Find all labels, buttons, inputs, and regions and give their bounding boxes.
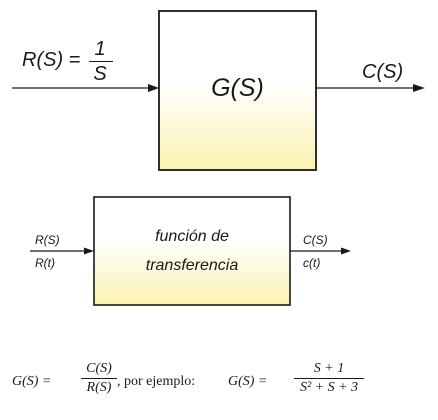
block-label-line2: transferencia [145,257,239,274]
input-arrowhead-2 [84,247,94,255]
formula-example-text: , por ejemplo: [117,374,196,389]
transfer-block-gs [158,10,317,171]
output-arrowhead-2 [341,247,351,255]
output-signal-label: C(S) [362,61,404,83]
formula-frac1-numerator: C(S) [86,361,112,376]
input-fraction-numerator: 1 [94,38,106,60]
output-label-ct: c(t) [303,256,321,270]
formula-lhs-1: G(S) = [12,374,52,389]
formula-frac1-denominator: R(S) [86,380,112,395]
input-arrowhead-1 [148,84,159,92]
formula-frac2-denominator: S² + S + 3 [299,380,359,395]
formula-frac2-bar [294,378,364,379]
input-label-rs: R(S) [35,233,60,247]
formula-frac2-numerator: S + 1 [313,361,345,376]
input-label-rt: R(t) [35,256,55,270]
input-fraction-denominator: S [93,63,107,85]
formula-lhs-2: G(S) = [228,374,268,389]
input-signal-label: R(S) = [22,49,81,71]
output-arrowhead-1 [413,84,425,92]
output-label-cs: C(S) [303,233,328,247]
transfer-function-block [93,196,291,306]
block-label-gs: G(S) [211,74,264,102]
block-label-line1: función de [155,228,229,245]
formula-frac1-bar [81,378,117,379]
input-fraction-bar [89,61,113,63]
